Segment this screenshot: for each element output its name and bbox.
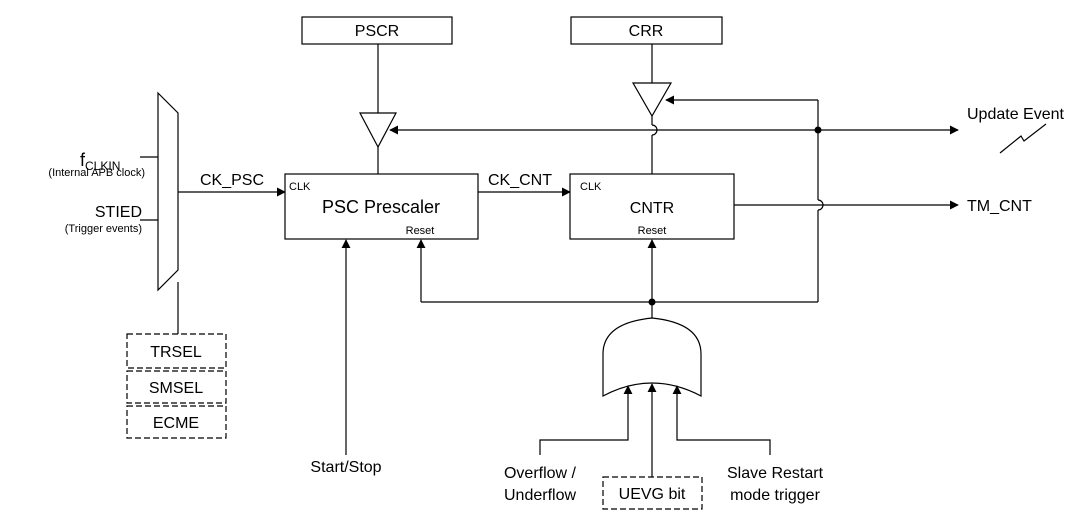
crr-buffer xyxy=(631,82,673,118)
stied-label: STIED xyxy=(95,204,142,221)
ck-cnt-label: CK_CNT xyxy=(488,172,552,189)
smsel-box xyxy=(126,370,227,404)
psc-prescaler-label: PSC Prescaler xyxy=(322,197,440,217)
cntr-reset-label: Reset xyxy=(638,225,667,237)
pscr-label: PSCR xyxy=(355,23,399,40)
input-multiplexer xyxy=(157,91,179,292)
ecme-label: ECME xyxy=(153,415,199,432)
ecme-box xyxy=(126,405,227,439)
mode-trigger-label: mode trigger xyxy=(730,487,820,504)
smsel-label: SMSEL xyxy=(149,380,203,397)
reset-bus-junction xyxy=(648,298,656,306)
trsel-box xyxy=(126,333,227,369)
psc-prescaler-block xyxy=(284,173,479,240)
ck-psc-label: CK_PSC xyxy=(200,172,264,189)
uevg-label: UEVG bit xyxy=(619,486,686,503)
crr-register xyxy=(570,16,723,45)
psc-clk-label: CLK xyxy=(289,181,311,193)
slave-restart-label: Slave Restart xyxy=(727,465,824,482)
update-event-label: Update Event xyxy=(967,106,1065,123)
cntr-label: CNTR xyxy=(630,200,674,217)
psc-reset-label: Reset xyxy=(406,225,435,237)
stied-description: (Trigger events) xyxy=(65,223,142,235)
fclkin-description: (Internal APB clock) xyxy=(48,167,145,179)
uevg-bit-box xyxy=(602,476,703,510)
overflow-input-line xyxy=(539,385,633,455)
lightning-icon xyxy=(999,123,1047,154)
overflow-label: Overflow / xyxy=(504,465,577,482)
start-stop-label: Start/Stop xyxy=(310,459,381,476)
pscr-buffer xyxy=(359,112,397,149)
slave-input-line xyxy=(672,385,771,455)
cntr-block xyxy=(569,173,735,240)
fclkin-label: fCLKIN xyxy=(80,150,120,173)
cntr-clk-label: CLK xyxy=(580,181,602,193)
crr-label: CRR xyxy=(629,23,664,40)
pscr-register xyxy=(301,16,453,45)
underflow-label: Underflow xyxy=(504,487,576,504)
trsel-label: TRSEL xyxy=(150,344,202,361)
tm-cnt-label: TM_CNT xyxy=(967,198,1032,215)
